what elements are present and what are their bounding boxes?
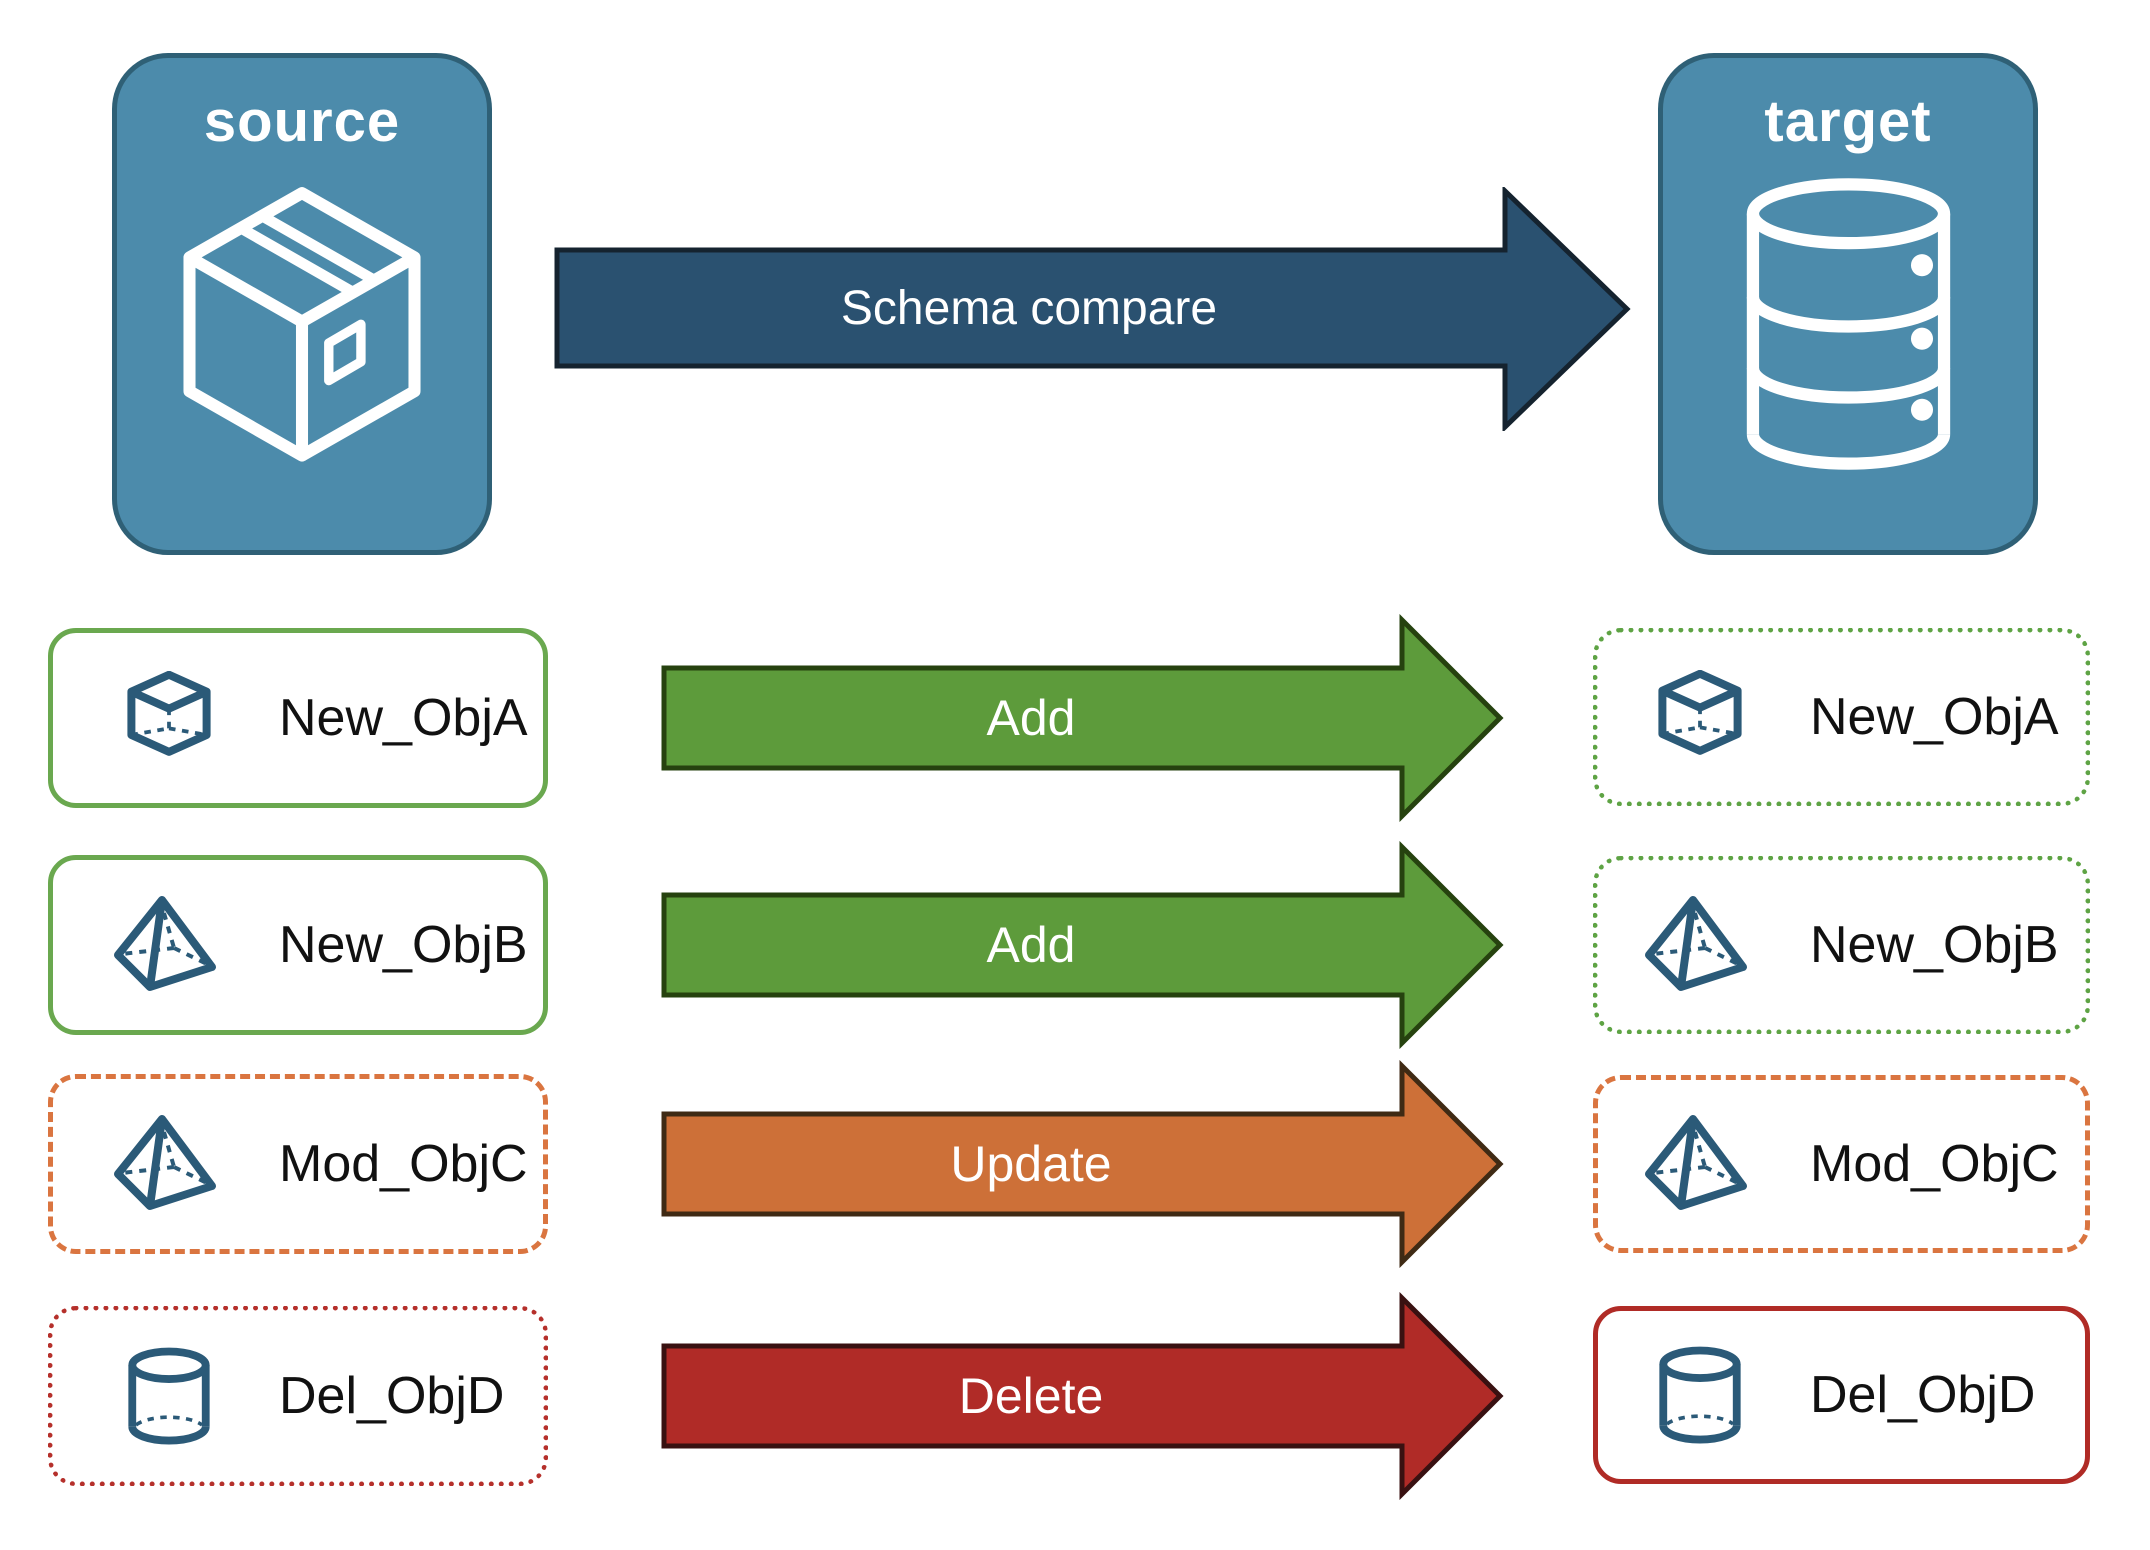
object-label: New_ObjB <box>1810 916 2059 974</box>
cube-icon <box>1642 670 1758 764</box>
cylinder-icon <box>111 1346 227 1447</box>
target-panel-title: target <box>1764 89 1932 154</box>
pyramid-icon <box>1642 1114 1758 1214</box>
source-object-new-objb: New_ObjB <box>48 855 548 1035</box>
update-arrow-shape <box>661 1060 1504 1268</box>
update-arrow-label: Update <box>950 1136 1112 1192</box>
schema-compare-arrow: Schema compare <box>553 187 1631 431</box>
target-object-new-obja: New_ObjA <box>1593 628 2090 806</box>
add-arrow-shape <box>661 614 1504 822</box>
source-panel-title: source <box>203 89 401 154</box>
schema-compare-arrow-shape <box>554 187 1631 431</box>
delete-arrow: Delete <box>660 1292 1505 1500</box>
object-label: New_ObjB <box>279 916 528 974</box>
source-object-new-obja: New_ObjA <box>48 628 548 808</box>
object-label: Mod_ObjC <box>279 1135 528 1193</box>
target-object-mod-objc: Mod_ObjC <box>1593 1075 2090 1253</box>
object-label: Del_ObjD <box>279 1367 505 1425</box>
database-icon <box>1726 177 1971 471</box>
source-panel: source <box>112 53 492 555</box>
package-icon <box>168 177 436 477</box>
source-object-del-objd: Del_ObjD <box>48 1306 548 1486</box>
add-arrow-label: Add <box>986 917 1076 973</box>
target-object-new-objb: New_ObjB <box>1593 856 2090 1034</box>
add-arrow-shape <box>661 841 1504 1049</box>
delete-arrow-label: Delete <box>958 1368 1104 1424</box>
cylinder-icon <box>1642 1345 1758 1446</box>
pyramid-icon <box>111 1114 227 1214</box>
target-object-del-objd: Del_ObjD <box>1593 1306 2090 1484</box>
cube-icon <box>111 671 227 765</box>
target-panel: target <box>1658 53 2038 555</box>
object-label: New_ObjA <box>1810 688 2059 746</box>
object-label: Del_ObjD <box>1810 1366 2036 1424</box>
pyramid-icon <box>1642 895 1758 995</box>
pyramid-icon <box>111 895 227 995</box>
schema-compare-arrow-label: Schema compare <box>840 281 1218 335</box>
delete-arrow-shape <box>661 1292 1504 1500</box>
add-arrow-row-2: Add <box>660 841 1505 1049</box>
object-label: New_ObjA <box>279 689 528 747</box>
source-object-mod-objc: Mod_ObjC <box>48 1074 548 1254</box>
update-arrow: Update <box>660 1060 1505 1268</box>
add-arrow-row-1: Add <box>660 614 1505 822</box>
object-label: Mod_ObjC <box>1810 1135 2059 1193</box>
add-arrow-label: Add <box>986 690 1076 746</box>
